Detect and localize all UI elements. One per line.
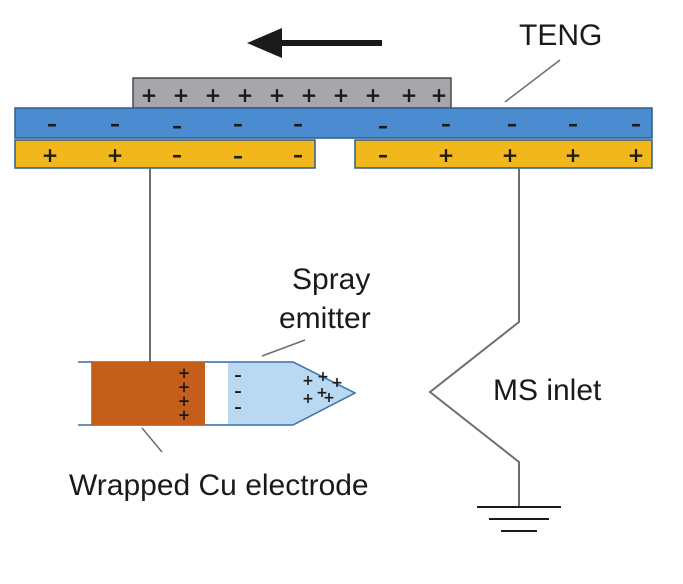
right-electrode-charge-plus-sign: + [628, 143, 645, 167]
dielectric-charge-minus-sign: – [293, 112, 303, 136]
slider-charge-plus-sign: + [401, 83, 418, 107]
dielectric-charge-minus-sign: – [172, 114, 182, 138]
slider-charge-plus-sign: + [431, 83, 448, 107]
sliding-layer-charges: + + + + + + + + + + [141, 83, 448, 107]
dielectric-layer [14, 107, 653, 139]
right-electrode-charge-plus-sign: + [565, 143, 582, 167]
right-electrode-charges: – + + + + [378, 143, 644, 167]
copper-electrode-charges: ++++ [178, 364, 191, 424]
emitter-tip-charge-plus-sign: + [316, 385, 328, 401]
electrode-label: Wrapped Cu electrode [69, 469, 369, 502]
slider-charge-plus-sign: + [365, 83, 382, 107]
slider-charge-plus-sign: + [333, 83, 350, 107]
teng-leader-line [504, 59, 561, 103]
copper-charge-plus-sign: + [178, 364, 191, 382]
dielectric-charge-minus-sign: – [568, 112, 578, 136]
spray-emitter-label-line2: emitter [279, 302, 371, 335]
right-electrode-charge-plus-sign: + [438, 143, 455, 167]
emitter-charge-minus-sign: – [234, 366, 242, 384]
spray-emitter-label-line1: Spray [292, 263, 370, 296]
dielectric-charge-minus-sign: – [233, 112, 243, 136]
slider-charge-plus-sign: + [173, 83, 190, 107]
right-electrode [354, 139, 653, 169]
dielectric-charge-minus-sign: – [110, 112, 120, 136]
left-electrode-charge-minus-sign: – [293, 143, 303, 167]
dielectric-charge-minus-sign: – [47, 112, 57, 136]
left-electrode-charges: + + – – – [42, 143, 303, 168]
left-electrode-charge-plus-sign: + [107, 143, 124, 167]
right-electrode-charge-minus-sign: – [378, 143, 388, 167]
dielectric-layer-charges: –––––––––– [47, 112, 641, 138]
ground-icon [477, 506, 561, 532]
emitter-negative-charges: ––– [234, 366, 242, 416]
left-electrode-charge-minus-sign: – [233, 144, 243, 168]
emitter-tip-charge-plus-sign: + [323, 390, 335, 406]
right-electrode-charge-plus-sign: + [502, 143, 519, 167]
copper-charge-plus-sign: + [178, 392, 191, 410]
emitter-tip-charges: ++++++ [302, 369, 343, 407]
left-electrode-charge-plus-sign: + [42, 143, 59, 167]
copper-charge-plus-sign: + [178, 378, 191, 396]
copper-charge-plus-sign: + [178, 406, 191, 424]
emitter-charge-minus-sign: – [234, 382, 242, 400]
dielectric-charge-minus-sign: – [631, 112, 641, 136]
emitter-tip-charge-plus-sign: + [331, 375, 343, 391]
emitter-charge-minus-sign: – [234, 398, 242, 416]
slider-charge-plus-sign: + [237, 83, 254, 107]
slider-charge-plus-sign: + [141, 83, 158, 107]
ms-inlet-label: MS inlet [493, 374, 602, 407]
teng-label: TENG [519, 19, 602, 52]
emitter-tip-charge-plus-sign: + [302, 391, 314, 407]
right-wire [428, 168, 520, 506]
electrode-leader-line [141, 427, 163, 453]
dielectric-charge-minus-sign: – [378, 114, 388, 138]
emitter-tip-charge-plus-sign: + [302, 373, 314, 389]
slider-charge-plus-sign: + [205, 83, 222, 107]
left-electrode-charge-minus-sign: – [172, 143, 182, 167]
slide-direction-arrow [247, 28, 382, 58]
dielectric-charge-minus-sign: – [441, 112, 451, 136]
emitter-gap [205, 363, 228, 424]
dielectric-charge-minus-sign: – [507, 112, 517, 136]
emitter-tip-charge-plus-sign: + [317, 369, 329, 385]
slider-charge-plus-sign: + [269, 83, 286, 107]
left-electrode [14, 139, 316, 169]
spray-emitter-leader-line [261, 339, 306, 357]
slider-charge-plus-sign: + [301, 83, 318, 107]
copper-electrode [92, 362, 205, 425]
